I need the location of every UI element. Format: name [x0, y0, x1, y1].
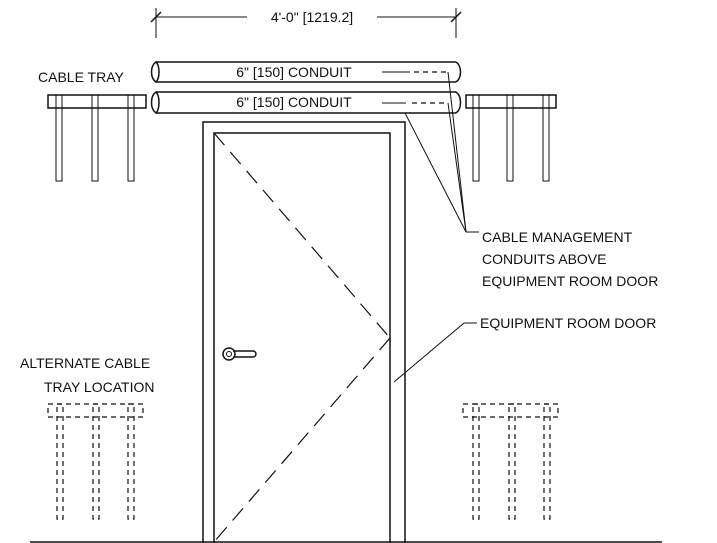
conduit-lower: 6" [150] CONDUIT	[150, 91, 462, 114]
alternate-tray-rod	[508, 403, 516, 520]
door-frame-outer	[202, 121, 406, 543]
dimension-tick-left	[150, 11, 162, 23]
cable-tray-label: CABLE TRAY	[38, 69, 125, 85]
dimension-label: 4'-0" [1219.2]	[271, 9, 353, 25]
tray-rod	[91, 94, 99, 182]
tray-rod	[472, 94, 480, 182]
leader-line	[447, 71, 467, 233]
cable-tray-left	[47, 94, 147, 182]
alternate-tray-rod	[56, 403, 64, 520]
door-swing-line-upper	[213, 132, 391, 339]
door-swing-line-lower	[213, 337, 391, 543]
alternate-tray-rod	[127, 403, 135, 520]
cable-management-label-line3: EQUIPMENT ROOM DOOR	[482, 273, 658, 289]
alternate-tray-label-line1: ALTERNATE CABLE	[20, 355, 150, 371]
cable-management-label-line1: CABLE MANAGEMENT	[482, 229, 633, 245]
cable-management-leaders	[404, 71, 479, 233]
door-knob-center	[226, 351, 232, 357]
alternate-tray-rod	[92, 403, 100, 520]
door-leader	[393, 322, 477, 383]
conduit-upper-end-left	[150, 61, 160, 83]
cable-tray-left-box	[47, 94, 147, 109]
conduit-upper-end-right	[455, 61, 462, 83]
leader-line	[447, 102, 467, 233]
door-knob-icon	[222, 347, 236, 361]
alternate-tray-rod	[472, 403, 480, 520]
tray-rod	[55, 94, 63, 182]
alternate-tray-label-line2: TRAY LOCATION	[44, 379, 154, 395]
cable-tray-right	[465, 94, 557, 182]
dimension-tick-right	[450, 11, 462, 23]
conduit-lower-end-left	[150, 91, 160, 114]
door-lever-icon	[233, 350, 257, 358]
cable-management-label-line2: CONDUITS ABOVE	[482, 251, 606, 267]
alternate-tray-left-box	[47, 403, 144, 418]
equipment-room-door	[202, 121, 406, 543]
conduit-lower-end-right	[455, 91, 462, 114]
alternate-tray-rod	[543, 403, 551, 520]
conduit-lower-label: 6" [150] CONDUIT	[236, 94, 352, 110]
conduit-upper-label: 6" [150] CONDUIT	[236, 64, 352, 80]
alternate-cable-tray-right	[462, 403, 559, 520]
tray-rod	[127, 94, 135, 182]
equipment-room-door-label: EQUIPMENT ROOM DOOR	[480, 315, 656, 331]
tray-rod	[542, 94, 550, 182]
conduit-upper: 6" [150] CONDUIT	[150, 61, 462, 83]
alternate-cable-tray-left	[47, 403, 144, 520]
leader-line	[393, 322, 465, 383]
width-dimension: 4'-0" [1219.2]	[150, 8, 462, 38]
tray-rod	[506, 94, 514, 182]
door-leaf	[213, 132, 391, 543]
leader-line	[404, 112, 467, 233]
